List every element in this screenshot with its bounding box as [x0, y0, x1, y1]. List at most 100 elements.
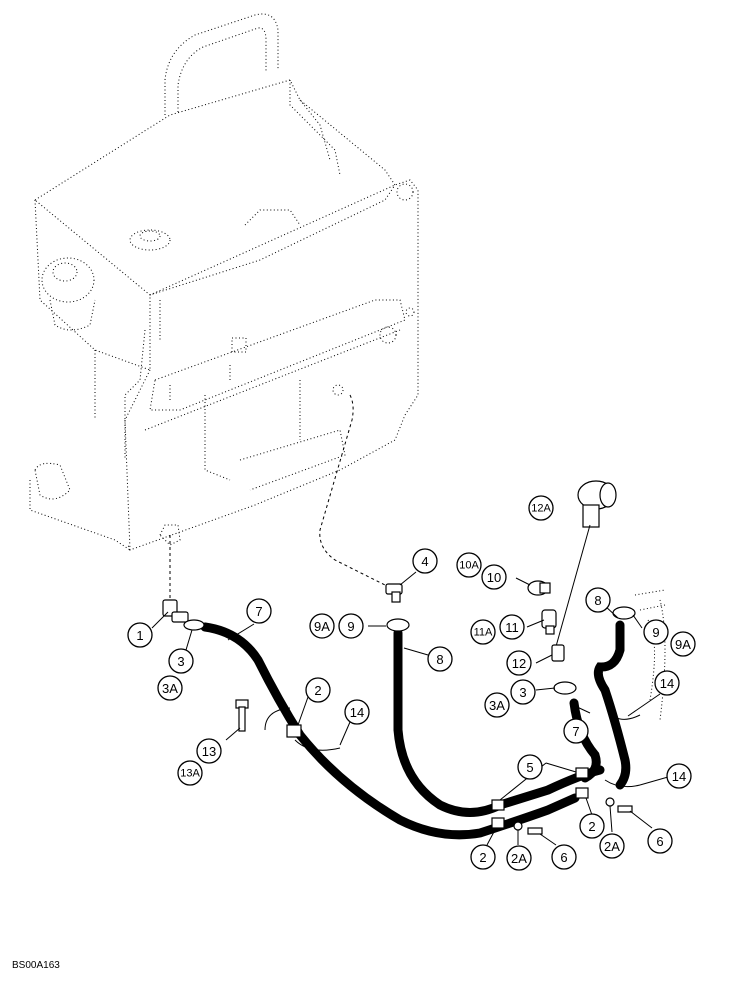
callout-7: 7 — [246, 598, 272, 624]
fitting-12 — [551, 644, 565, 662]
callout-3a: 3A — [157, 675, 183, 701]
clamp-2-right-upper — [575, 787, 589, 799]
callout-circle — [305, 677, 331, 703]
callout-14: 14 — [654, 670, 680, 696]
callout-circle — [643, 619, 669, 645]
callout-9: 9 — [338, 613, 364, 639]
callout-circle — [427, 646, 453, 672]
callout-circle — [470, 619, 496, 645]
callout-label: 12 — [512, 656, 526, 671]
callout-label: 9 — [347, 619, 354, 634]
callout-label: 2A — [604, 839, 620, 854]
callout-6: 6 — [551, 844, 577, 870]
clamp-2-right-top — [575, 767, 589, 779]
callout-8: 8 — [427, 646, 453, 672]
callout-circle — [309, 613, 335, 639]
clamp-9-center — [386, 618, 410, 632]
strap-14-right — [607, 711, 641, 720]
callout-label: 7 — [572, 724, 579, 739]
callout-label: 11A — [474, 627, 493, 639]
clamp-2-upper — [491, 799, 505, 811]
callout-circle — [647, 828, 673, 854]
callout-label: 9A — [675, 637, 691, 652]
callout-11a: 11A — [470, 619, 496, 645]
callout-label: 3 — [177, 654, 184, 669]
callout-label: 2 — [314, 683, 321, 698]
callout-circle — [412, 548, 438, 574]
callout-3a: 3A — [484, 692, 510, 718]
callout-label: 10A — [459, 560, 479, 572]
callout-9: 9 — [643, 619, 669, 645]
strap-14-lower — [604, 779, 641, 788]
callout-2a: 2A — [599, 833, 625, 859]
callout-circle — [196, 738, 222, 764]
callout-circle — [528, 495, 554, 521]
callout-13a: 13A — [177, 760, 203, 786]
callout-circle — [666, 763, 692, 789]
callout-9a: 9A — [670, 631, 696, 657]
callout-12: 12 — [506, 650, 532, 676]
callout-14: 14 — [666, 763, 692, 789]
callout-circle — [599, 833, 625, 859]
callout-circle — [177, 760, 203, 786]
callout-label: 14 — [350, 705, 364, 720]
callout-circle — [585, 587, 611, 613]
callout-label: 1 — [136, 628, 143, 643]
callout-label: 2A — [511, 851, 527, 866]
callout-circle — [470, 844, 496, 870]
callout-12a: 12A — [528, 495, 554, 521]
hose-7-left — [200, 622, 580, 840]
callout-10: 10 — [481, 564, 507, 590]
callout-10a: 10A — [456, 552, 482, 578]
callout-circle — [127, 622, 153, 648]
callout-label: 2 — [588, 819, 595, 834]
callout-label: 11 — [505, 620, 519, 635]
callout-label: 3A — [489, 698, 505, 713]
flow-lines — [169, 394, 396, 731]
callout-label: 8 — [594, 593, 601, 608]
callout-label: 8 — [436, 652, 443, 667]
callout-13: 13 — [196, 738, 222, 764]
callout-2: 2 — [579, 813, 605, 839]
fitting-10 — [527, 580, 551, 596]
leaders — [151, 571, 669, 846]
callout-label: 14 — [660, 676, 674, 691]
tank-structure — [29, 13, 419, 551]
callout-label: 2 — [479, 850, 486, 865]
callout-4: 4 — [412, 548, 438, 574]
callout-3: 3 — [168, 648, 194, 674]
callout-circle — [168, 648, 194, 674]
callout-label: 9A — [314, 619, 330, 634]
elbow-fitting-12a — [577, 480, 617, 528]
callout-circle — [506, 650, 532, 676]
callout-1: 1 — [127, 622, 153, 648]
callout-3: 3 — [510, 679, 536, 705]
document-id: BS00A163 — [12, 960, 60, 971]
callout-circle — [517, 754, 543, 780]
callout-circle — [579, 813, 605, 839]
callout-label: 7 — [255, 604, 262, 619]
clamp-9-right — [612, 606, 636, 620]
callout-label: 6 — [560, 850, 567, 865]
bolt-13 — [235, 699, 249, 732]
clamp-2-left — [286, 724, 302, 738]
washer-2a-left — [513, 821, 523, 831]
clamp-2-lower — [491, 817, 505, 829]
callout-circle — [510, 679, 536, 705]
clamp-3-right — [553, 681, 577, 695]
callout-2a: 2A — [506, 845, 532, 871]
callout-5: 5 — [517, 754, 543, 780]
callout-label: 10 — [487, 570, 501, 585]
callout-label: 3A — [162, 681, 178, 696]
washer-2a-right — [605, 797, 615, 807]
callout-circle — [499, 614, 525, 640]
fittings — [162, 480, 666, 835]
callout-circle — [506, 845, 532, 871]
callout-label: 13 — [202, 744, 216, 759]
callout-label: 13A — [180, 768, 200, 780]
clamp-3-left — [183, 619, 205, 631]
bolt-6-right — [617, 805, 633, 813]
callout-label: 6 — [656, 834, 663, 849]
